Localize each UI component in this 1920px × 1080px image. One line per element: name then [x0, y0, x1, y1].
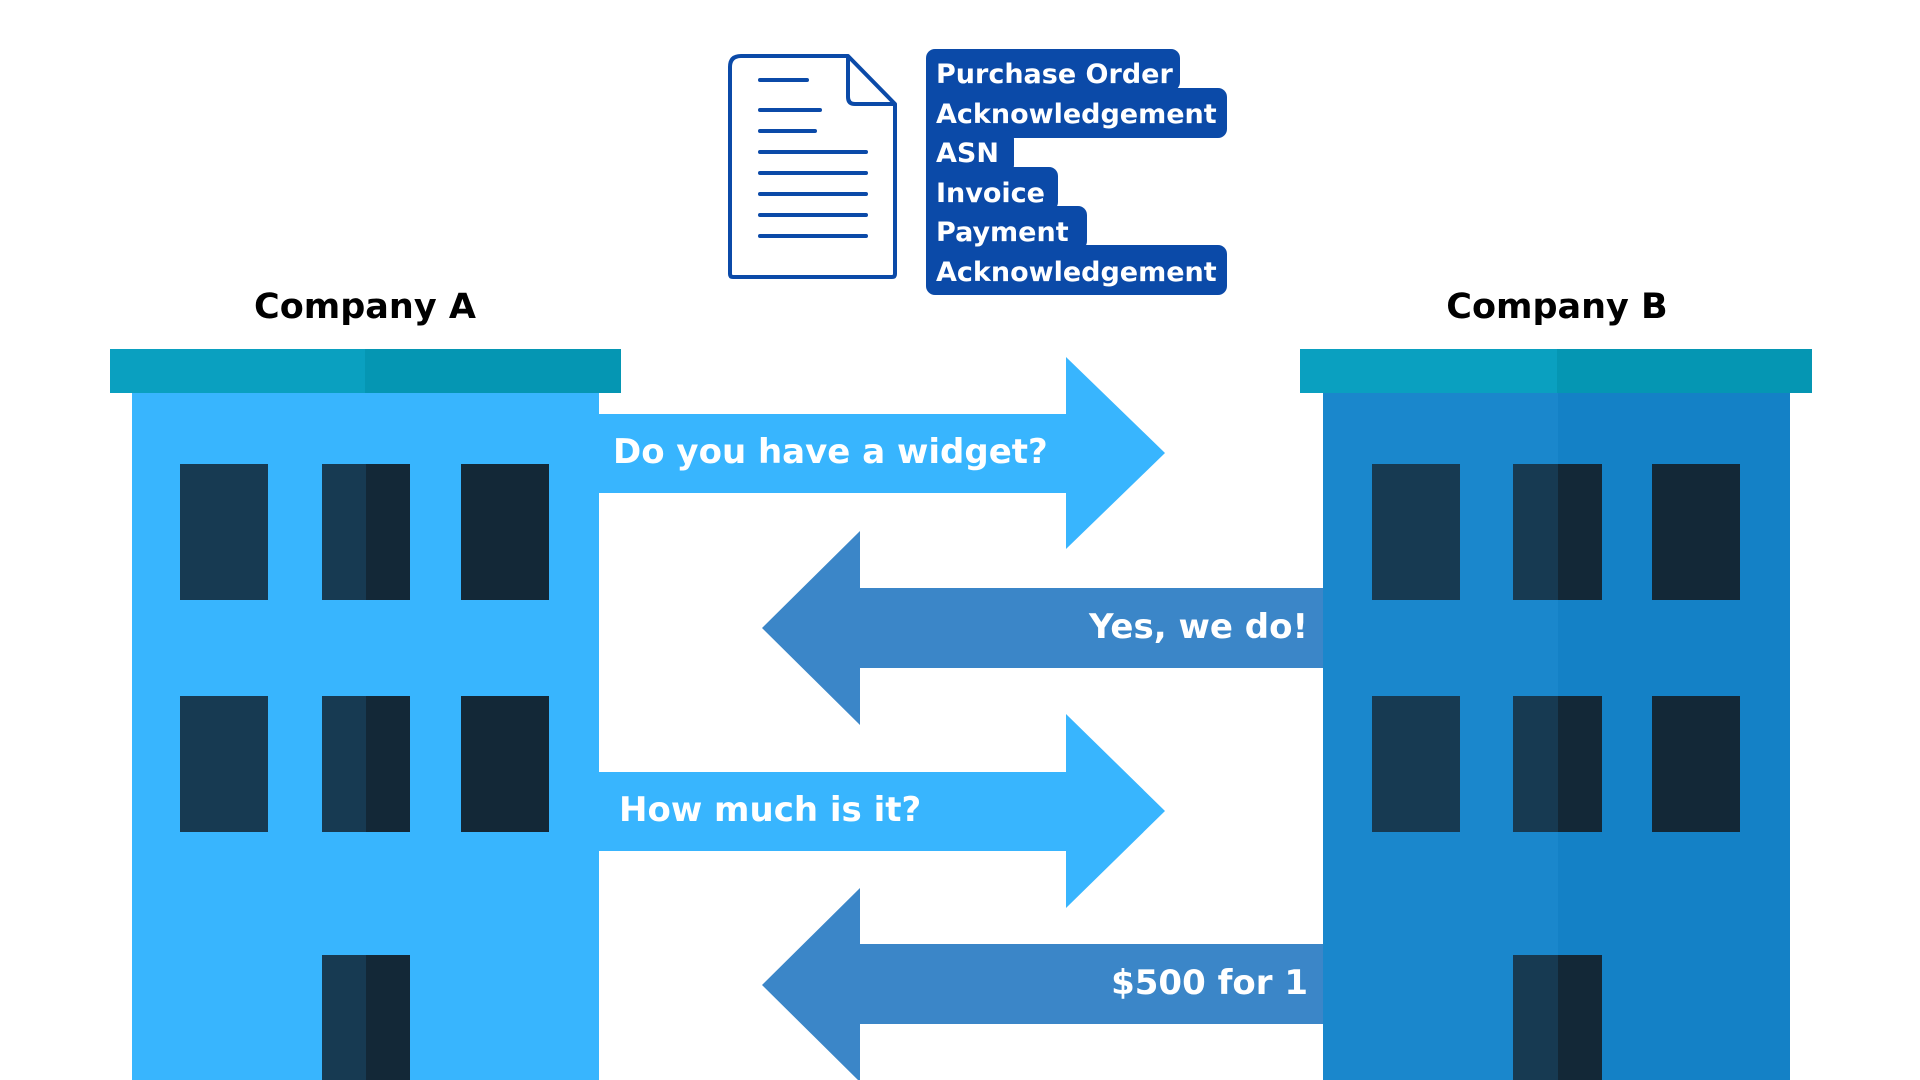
- message-1-text: Do you have a widget?: [613, 432, 1048, 472]
- document-type-item: Purchase Order: [936, 59, 1173, 90]
- company-b-window: [1513, 464, 1558, 600]
- right-arrow-shape: [599, 357, 1165, 549]
- message-2-text: Yes, we do!: [1088, 607, 1308, 647]
- message-arrow-3: How much is it?: [599, 714, 1165, 908]
- document-type-item: ASN: [936, 138, 999, 169]
- document-types-list: Purchase Order Acknowledgement ASN Invoi…: [926, 49, 1227, 295]
- company-b-window: [1652, 464, 1740, 600]
- company-b-label: Company B: [1446, 287, 1667, 327]
- document-type-item: Acknowledgement: [936, 257, 1217, 288]
- message-3-text: How much is it?: [619, 790, 921, 830]
- company-a-window: [322, 696, 366, 832]
- message-arrow-4: $500 for 1: [762, 888, 1323, 1080]
- company-a-building: [110, 349, 621, 1080]
- company-a-window: [180, 696, 268, 832]
- right-arrow-shape: [599, 714, 1165, 908]
- company-a-door: [322, 955, 366, 1080]
- message-arrow-1: Do you have a widget?: [599, 357, 1165, 549]
- document-type-item: Acknowledgement: [936, 99, 1217, 130]
- document-icon: [728, 54, 897, 279]
- company-a-label: Company A: [254, 287, 476, 327]
- company-b-window: [1652, 696, 1740, 832]
- company-b-window: [1372, 696, 1460, 832]
- company-a-window: [461, 464, 549, 600]
- left-arrow-shape: [762, 531, 1323, 725]
- message-arrow-2: Yes, we do!: [762, 531, 1323, 725]
- left-arrow-shape: [762, 888, 1323, 1080]
- company-b-building: [1300, 349, 1812, 1080]
- company-a-window: [180, 464, 268, 600]
- company-a-window: [322, 464, 366, 600]
- message-4-text: $500 for 1: [1111, 963, 1308, 1003]
- document-type-item: Invoice: [936, 178, 1045, 209]
- company-b-window: [1372, 464, 1460, 600]
- company-a-window: [461, 696, 549, 832]
- company-b-window: [1513, 696, 1558, 832]
- document-type-item: Payment: [936, 217, 1069, 248]
- company-b-door: [1513, 955, 1558, 1080]
